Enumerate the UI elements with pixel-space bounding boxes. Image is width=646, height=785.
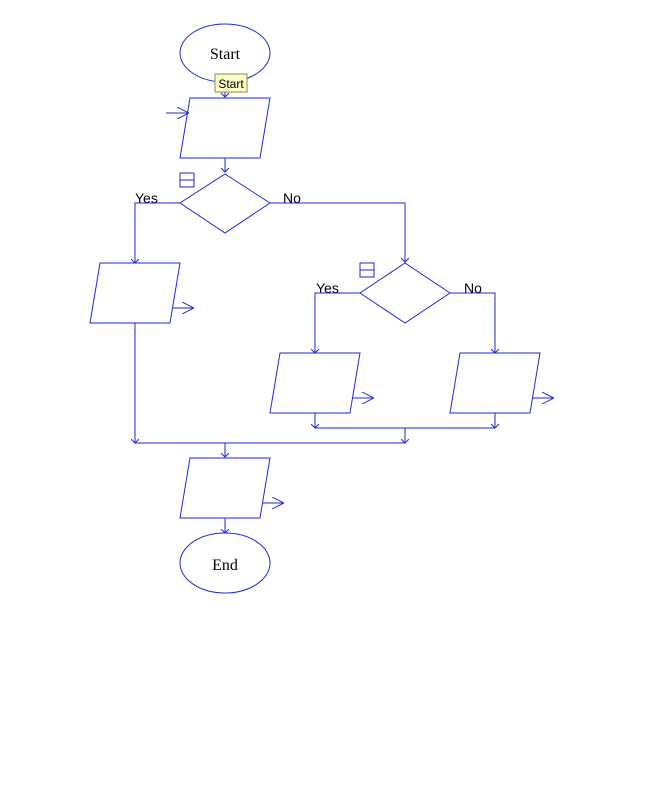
- decision-node-2[interactable]: [359, 262, 451, 324]
- collapse-toggle-2[interactable]: [359, 262, 375, 278]
- output-node-middle[interactable]: [269, 352, 361, 414]
- decision2-yes-label: Yes: [316, 280, 339, 296]
- output-node-bottom[interactable]: [179, 457, 271, 519]
- decision-node-1[interactable]: [179, 173, 271, 234]
- end-node[interactable]: End: [179, 532, 271, 594]
- input-node-1[interactable]: [179, 97, 271, 159]
- connector-decision2-no: [450, 292, 495, 353]
- connector-decision1-yes: [135, 202, 180, 263]
- tooltip: Start: [214, 73, 248, 93]
- start-label: Start: [210, 46, 241, 63]
- output-node-right[interactable]: [449, 352, 541, 414]
- decision2-no-label: No: [464, 280, 482, 296]
- output-node-left[interactable]: [89, 262, 181, 324]
- end-label: End: [212, 557, 238, 574]
- decision1-no-label: No: [283, 190, 301, 206]
- tooltip-label: Start: [218, 77, 244, 91]
- collapse-toggle-1[interactable]: [179, 172, 195, 188]
- decision1-yes-label: Yes: [135, 190, 158, 206]
- start-node[interactable]: Start: [179, 23, 271, 83]
- connector-decision1-no: [270, 202, 405, 262]
- connector-decision2-yes: [315, 292, 360, 353]
